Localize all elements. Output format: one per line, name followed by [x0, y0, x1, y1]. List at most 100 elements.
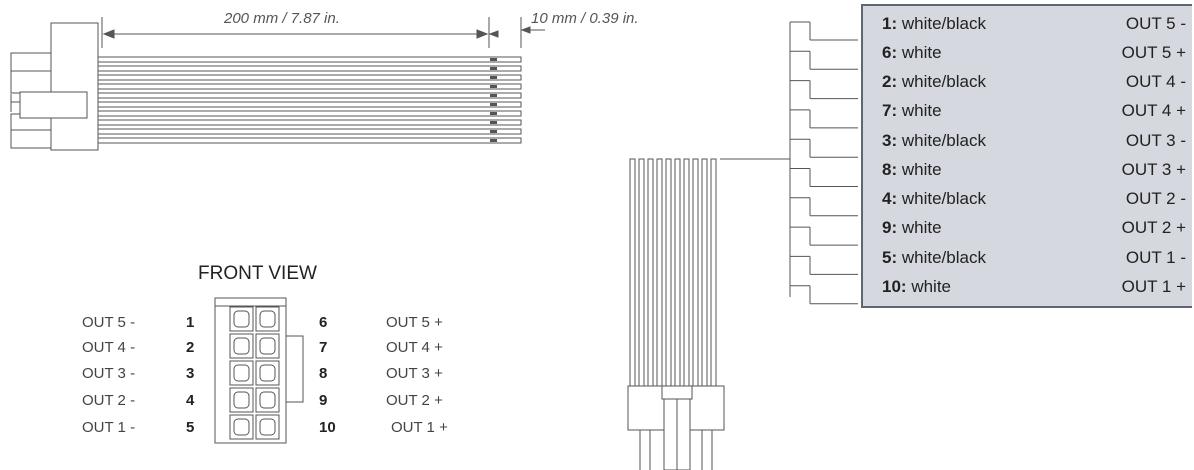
vertical-wire: [647, 158, 654, 387]
wire-tip: [490, 130, 497, 133]
wire: [97, 83, 522, 90]
legend-wire-color: white/black: [901, 189, 986, 208]
legend-pin: 10:: [882, 277, 907, 296]
front-view-pin: 3: [186, 365, 195, 382]
legend-row: 5: white/black OUT 1 -: [863, 245, 1194, 274]
legend-wire-color: white: [901, 218, 942, 237]
vertical-wire: [692, 158, 699, 387]
wire-tip: [490, 76, 497, 79]
front-view-right-out: OUT 5 +: [386, 314, 443, 331]
legend-row: 6: white OUT 5 +: [863, 40, 1194, 69]
wire-tip: [490, 67, 497, 70]
legend-output: OUT 4 +: [1121, 101, 1186, 120]
connector-pin: [259, 310, 276, 328]
front-view-left-out: OUT 1 -: [82, 419, 136, 436]
wire: [97, 110, 522, 117]
wire: [97, 128, 522, 135]
legend-bracket: [720, 21, 858, 305]
wire-tip: [490, 85, 497, 88]
legend-pin: 6:: [882, 43, 898, 62]
wire: [97, 101, 522, 108]
wire-tip: [490, 139, 497, 142]
length-dimension-label: 200 mm / 7.87 in.: [224, 10, 340, 27]
wire: [97, 65, 522, 72]
legend-pin: 3:: [882, 131, 898, 150]
vertical-wire: [638, 158, 645, 387]
front-view-pin: 5: [186, 419, 195, 436]
legend-output: OUT 5 -: [1125, 14, 1186, 33]
front-view-left-out: OUT 4 -: [82, 339, 136, 356]
wire: [97, 119, 522, 126]
front-view-left-out: OUT 5 -: [82, 314, 136, 331]
legend-wire-color: white: [901, 43, 942, 62]
wire-tip: [490, 112, 497, 115]
legend-wire-color: white/black: [901, 14, 986, 33]
front-view-right-out: OUT 1 +: [391, 419, 448, 436]
connector-pin: [259, 364, 276, 382]
legend-wire-color: white: [901, 101, 942, 120]
vertical-wire: [710, 158, 717, 387]
front-view-right-out: OUT 4 +: [386, 339, 443, 356]
legend-output: OUT 4 -: [1125, 72, 1186, 91]
wire: [97, 74, 522, 81]
legend-wire-color: white/black: [901, 248, 986, 267]
dimension-lines: [101, 17, 545, 48]
legend-output: OUT 1 +: [1121, 277, 1186, 296]
connector-pin: [259, 418, 276, 436]
connector-pin: [259, 391, 276, 409]
legend-output: OUT 3 +: [1121, 160, 1186, 179]
connector-vertical-view: [627, 158, 725, 470]
wire: [97, 56, 522, 63]
connector-pin: [233, 364, 250, 382]
legend-row: 7: white OUT 4 +: [863, 98, 1194, 127]
wire-tip: [490, 121, 497, 124]
connector-side-view: [10, 22, 99, 151]
front-view-pin: 2: [186, 339, 195, 356]
wire-tip: [490, 94, 497, 97]
vertical-wire: [665, 158, 672, 387]
legend-wire-color: white/black: [901, 72, 986, 91]
front-view-title: FRONT VIEW: [198, 263, 317, 284]
vertical-wire: [656, 158, 663, 387]
front-view-right-out: OUT 3 +: [386, 365, 443, 382]
wire: [97, 92, 522, 99]
front-view-pin: 8: [319, 365, 328, 382]
legend-output: OUT 3 -: [1125, 131, 1186, 150]
front-view-left-out: OUT 2 -: [82, 392, 136, 409]
connector-pin: [233, 391, 250, 409]
legend-output: OUT 2 -: [1125, 189, 1186, 208]
legend-output: OUT 5 +: [1121, 43, 1186, 62]
legend-row: 9: white OUT 2 +: [863, 215, 1194, 244]
front-view-pin: 7: [319, 339, 328, 356]
vertical-wire: [629, 158, 636, 387]
legend-pin: 2:: [882, 72, 898, 91]
legend-wire-color: white: [901, 160, 942, 179]
front-view-pin: 1: [186, 314, 195, 331]
connector-pin: [233, 310, 250, 328]
legend-row: 2: white/black OUT 4 -: [863, 69, 1194, 98]
connector-pin: [259, 337, 276, 355]
front-view-right-out: OUT 2 +: [386, 392, 443, 409]
front-view-pin: 6: [319, 314, 328, 331]
front-view-pin: 9: [319, 392, 328, 409]
connector-front-view: [214, 297, 304, 444]
cable-wires: [97, 56, 522, 144]
legend-wire-color: white: [911, 277, 951, 296]
legend-output: OUT 1 -: [1125, 248, 1186, 267]
legend-pin: 9:: [882, 218, 898, 237]
legend-row: 1: white/black OUT 5 -: [863, 11, 1194, 40]
legend-pin: 4:: [882, 189, 898, 208]
vertical-wire: [701, 158, 708, 387]
connector-pin: [233, 337, 250, 355]
connector-pin: [233, 418, 250, 436]
legend-row: 8: white OUT 3 +: [863, 157, 1194, 186]
legend-output: OUT 2 +: [1121, 218, 1186, 237]
vertical-wire: [683, 158, 690, 387]
wire-tip: [490, 103, 497, 106]
legend-pin: 7:: [882, 101, 898, 120]
wire: [97, 137, 522, 144]
legend-row: 10: white OUT 1 +: [863, 274, 1194, 303]
legend-row: 4: white/black OUT 2 -: [863, 186, 1194, 215]
legend-pin: 5:: [882, 248, 898, 267]
